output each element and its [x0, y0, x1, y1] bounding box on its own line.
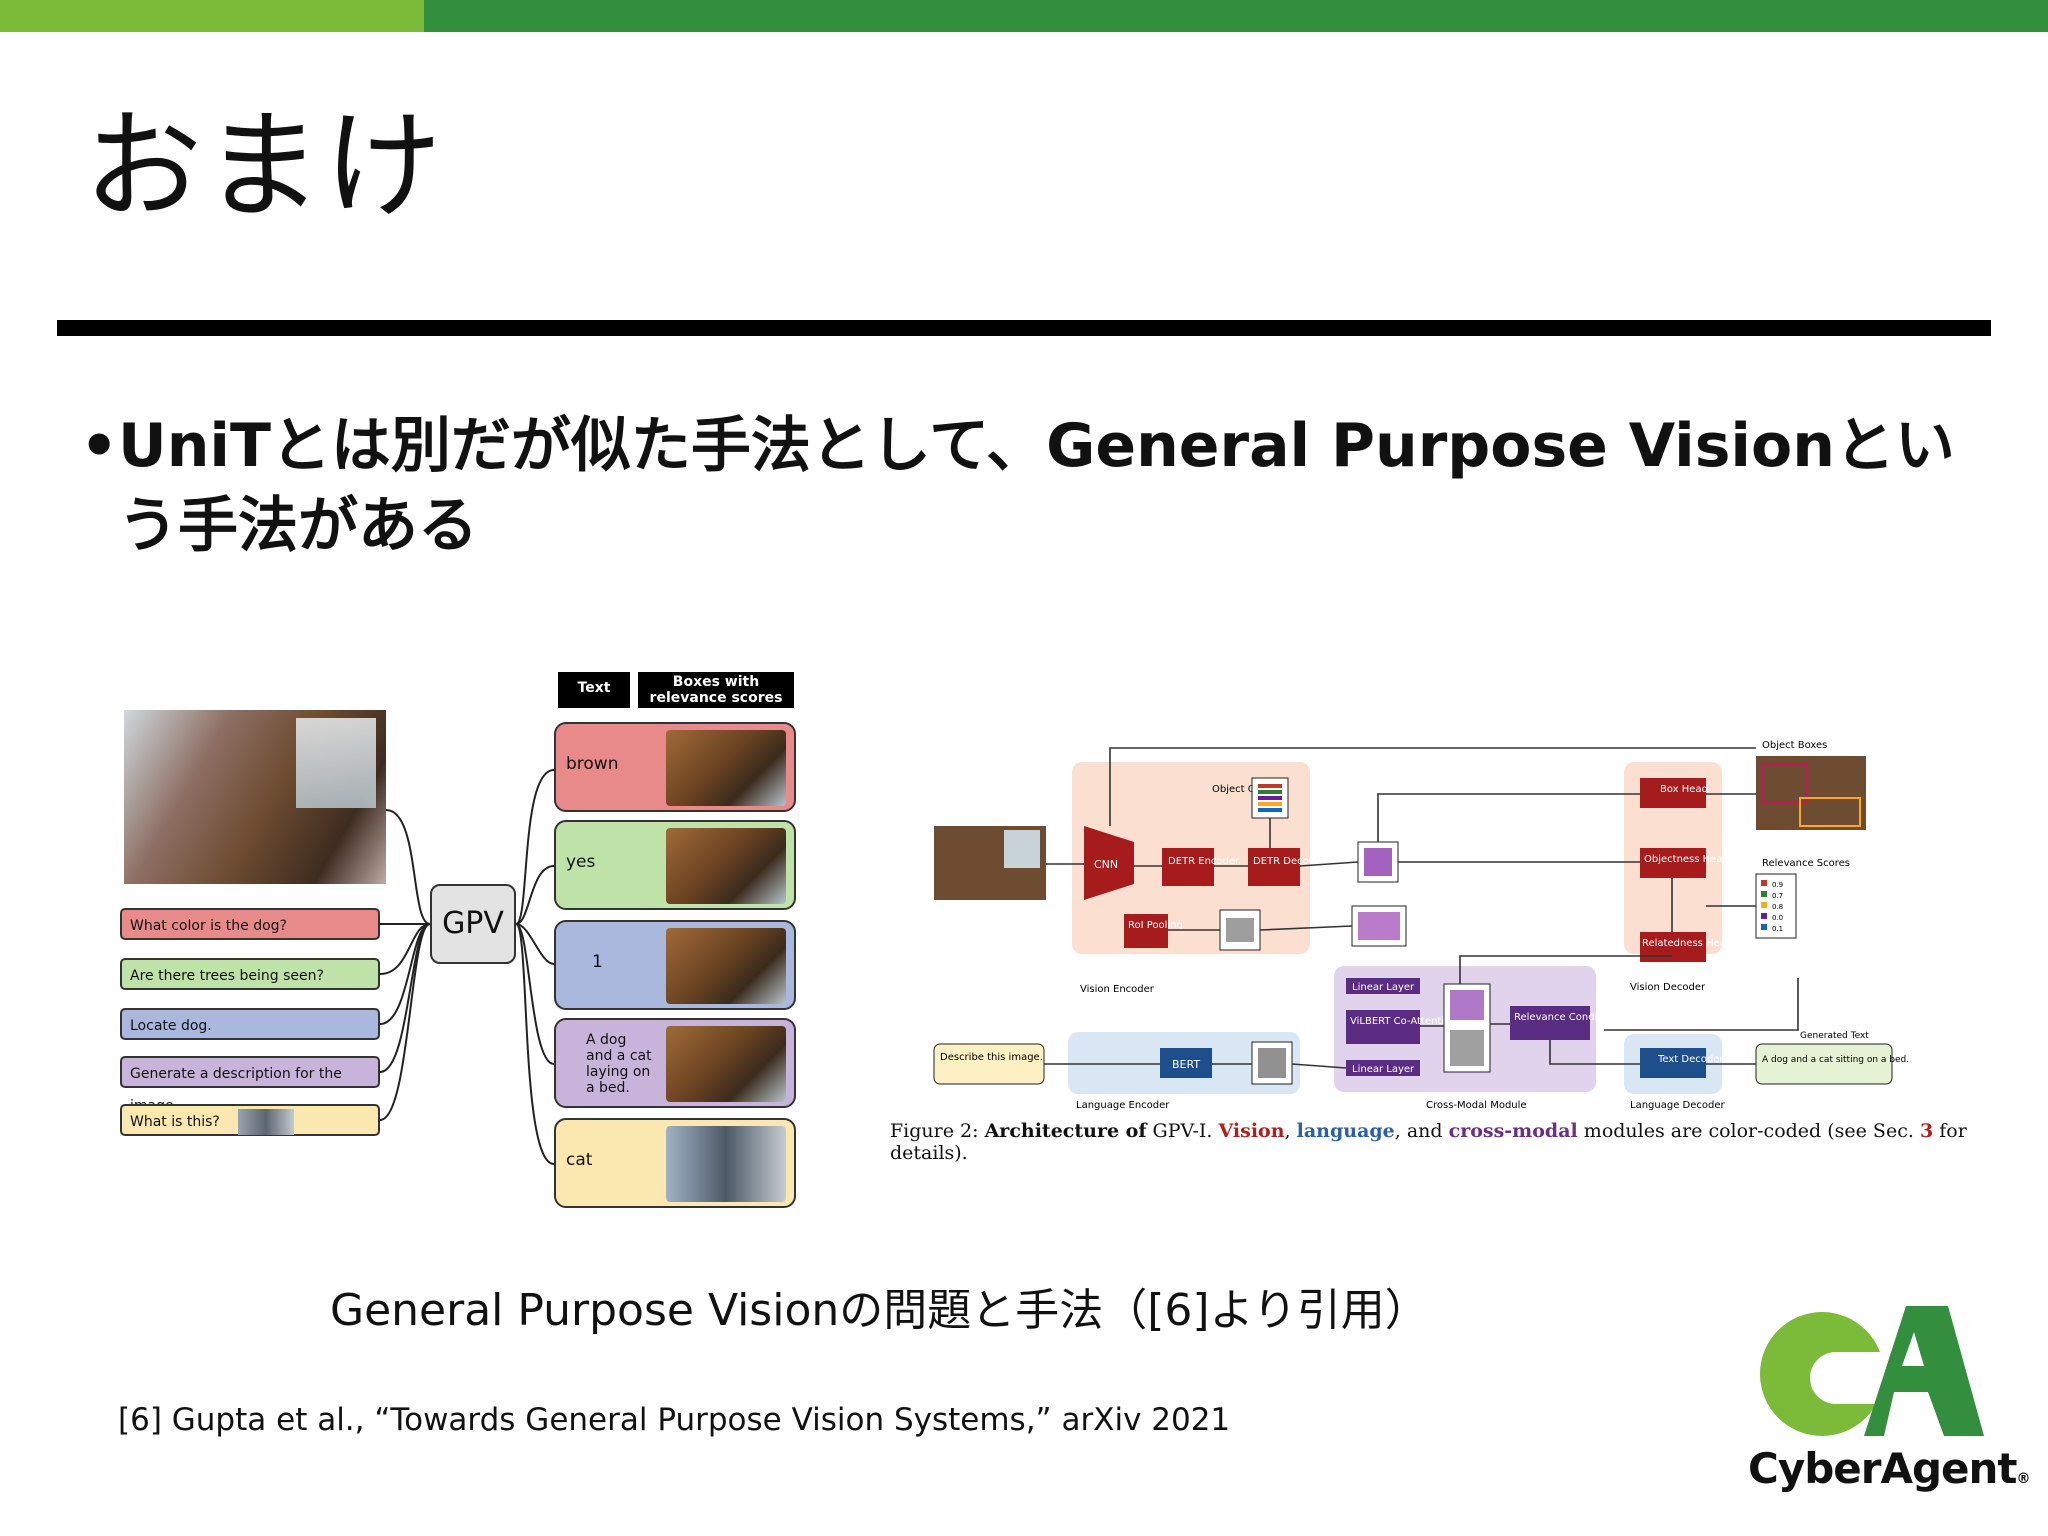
score-value: 0.9 — [1772, 881, 1783, 889]
slide-title: おまけ — [84, 97, 445, 235]
logo-name: CyberAgent — [1748, 1444, 2017, 1493]
score-value: 0.0 — [1772, 914, 1783, 922]
title-divider — [57, 320, 1991, 336]
cnn-label: CNN — [1094, 858, 1118, 871]
header-boxes: Boxes with relevance scores — [638, 672, 794, 708]
question-color: What color is the dog? — [120, 908, 380, 940]
answer-thumbnail — [666, 1026, 786, 1102]
roi-pooling-label: RoI Pooling — [1128, 920, 1183, 931]
figure-caption-and: , and — [1394, 1120, 1443, 1142]
figure-caption-bold: Architecture of — [984, 1120, 1147, 1142]
gpv-node: GPV — [430, 884, 516, 964]
box-head-label: Box Head — [1660, 784, 1708, 795]
cyberagent-logo — [1760, 1306, 1984, 1436]
detr-decoder-label: DETR Decoder — [1253, 856, 1326, 867]
figure-caption-section: 3 — [1919, 1120, 1934, 1142]
relevance-scores-label: Relevance Scores — [1762, 858, 1850, 869]
answer-thumbnail — [666, 1126, 786, 1202]
top-bar — [424, 0, 2048, 32]
question-describe: Generate a description for the image. — [120, 1056, 380, 1114]
architecture-diagram: CNN DETR Encoder DETR Decoder Object Que… — [933, 740, 1909, 1111]
linear-layer-top-label: Linear Layer — [1352, 982, 1415, 993]
vision-decoder-label: Vision Decoder — [1630, 982, 1706, 993]
logo-registered: ® — [2016, 1471, 2031, 1487]
bert-label: BERT — [1172, 1058, 1200, 1071]
objectness-head-label: Objectness Head — [1644, 854, 1729, 865]
generated-text: A dog and a cat sitting on a bed. — [1762, 1055, 1909, 1065]
relatedness-head-label: Relatedness Head — [1642, 938, 1732, 949]
cat-thumbnail — [238, 1109, 295, 1135]
reference-note: [6] Gupta et al., “Towards General Purpo… — [118, 1402, 1231, 1438]
language-encoder-label: Language Encoder — [1076, 1100, 1170, 1111]
answer-brown: brown — [554, 722, 796, 812]
figure-caption-vision: Vision — [1218, 1120, 1285, 1142]
answer-text: A dog and a cat laying on a bed. — [586, 1032, 652, 1096]
connector-lines — [379, 769, 555, 1165]
question-what: What is this? — [120, 1104, 380, 1136]
bullet-text: UniTとは別だが似た手法として、General Purpose Visionと… — [118, 411, 1955, 561]
question-what-label: What is this? — [130, 1114, 220, 1130]
header-text: Text — [558, 672, 630, 708]
object-queries-label: Object Queries — [1212, 784, 1286, 795]
language-decoder-label: Language Decoder — [1630, 1100, 1725, 1111]
figure-caption-end: for details). — [890, 1120, 1967, 1164]
window-detail — [296, 718, 376, 808]
vilbert-label: ViLBERT Co-Attention — [1350, 1016, 1456, 1027]
question-locate: Locate dog. — [120, 1008, 380, 1040]
figure-caption-crossmodal: cross-modal — [1448, 1120, 1578, 1142]
top-bar-accent — [0, 0, 424, 32]
vision-encoder-label: Vision Encoder — [1080, 984, 1155, 995]
figure-caption-rest: modules are color-coded (see Sec. — [1583, 1120, 1914, 1142]
answer-text: 1 — [592, 952, 603, 972]
generated-text-label: Generated Text — [1800, 1031, 1869, 1041]
object-boxes-label: Object Boxes — [1762, 740, 1827, 751]
relevance-conditioning-label: Relevance Conditioning — [1514, 1012, 1632, 1023]
answer-one: 1 — [554, 920, 796, 1010]
answer-yes: yes — [554, 820, 796, 910]
describe-input: Describe this image. — [940, 1052, 1043, 1063]
bullet-marker: • — [80, 411, 119, 481]
text-decoder-label: Text Decoder — [1657, 1054, 1724, 1065]
score-value: 0.7 — [1772, 892, 1783, 900]
detr-encoder-label: DETR Encoder — [1168, 856, 1240, 867]
score-value: 0.8 — [1772, 903, 1783, 911]
score-value: 0.1 — [1772, 925, 1783, 933]
figure-caption-model: GPV-I. — [1152, 1120, 1213, 1142]
slide-caption: General Purpose Visionの問題と手法（[6]より引用） — [330, 1285, 1429, 1336]
figure-caption: Figure 2: Architecture of GPV-I. Vision,… — [890, 1120, 1967, 1164]
figure-caption-prefix: Figure 2: — [890, 1120, 979, 1142]
answer-text: brown — [566, 754, 619, 774]
answer-text: yes — [566, 852, 596, 872]
bullet-point: • UniTとは別だが似た手法として、General Purpose Visio… — [80, 406, 1980, 566]
answer-caption: A dog and a cat laying on a bed. — [554, 1018, 796, 1108]
gpv-task-figure: What color is the dog? Are there trees b… — [110, 660, 830, 1220]
answer-text: cat — [566, 1150, 593, 1170]
linear-layer-bottom-label: Linear Layer — [1352, 1064, 1415, 1075]
figure-caption-language: language — [1296, 1120, 1395, 1142]
logo-wordmark: CyberAgent® — [1748, 1444, 2031, 1493]
cross-modal-label: Cross-Modal Module — [1426, 1100, 1527, 1111]
answer-thumbnail — [666, 928, 786, 1004]
answer-thumbnail — [666, 828, 786, 904]
answer-thumbnail — [666, 730, 786, 806]
question-trees: Are there trees being seen? — [120, 958, 380, 990]
answer-cat: cat — [554, 1118, 796, 1208]
